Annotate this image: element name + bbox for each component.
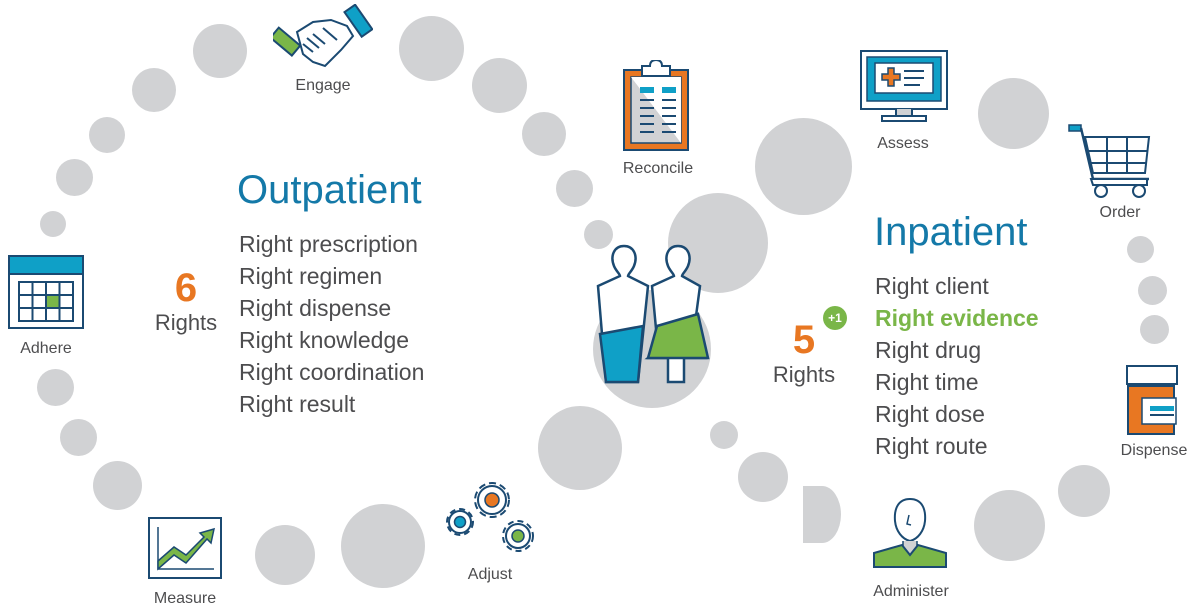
nurse-person-icon (872, 497, 948, 569)
order-label: Order (1099, 204, 1141, 221)
reconcile-label: Reconcile (622, 160, 694, 177)
outpatient-right: Right regimen (239, 263, 383, 289)
loop-dot (93, 461, 142, 510)
outpatient-rights-list: Right prescription Right regimen Right d… (239, 228, 424, 420)
loop-dot (710, 421, 738, 449)
loop-dot (978, 78, 1049, 149)
engage-label: Engage (295, 77, 351, 94)
loop-dot (132, 68, 176, 112)
inpatient-right: Right time (875, 369, 979, 395)
trend-chart-icon (148, 517, 222, 579)
outpatient-right: Right coordination (239, 359, 425, 385)
administer-label: Administer (873, 583, 949, 600)
inpatient-rights-count: 5 Rights (762, 320, 846, 388)
loop-dot (584, 220, 613, 249)
inpatient-right: Right dose (875, 401, 985, 427)
inpatient-right: Right drug (875, 337, 982, 363)
loop-dot (1058, 465, 1110, 517)
inpatient-count-number: 5 (792, 318, 816, 362)
pill-bottle-icon (1126, 364, 1178, 436)
loop-dot (1127, 236, 1154, 263)
adjust-label: Adjust (467, 566, 513, 583)
monitor-medical-icon (860, 50, 948, 126)
loop-dot (60, 419, 97, 456)
dispense-label: Dispense (1120, 442, 1188, 459)
loop-dot (974, 490, 1045, 561)
loop-dot (803, 486, 841, 543)
loop-dot (37, 369, 74, 406)
assess-label: Assess (877, 135, 929, 152)
outpatient-count-label: Rights (154, 310, 218, 335)
loop-dot (755, 118, 852, 215)
loop-dot (1138, 276, 1167, 305)
loop-dot (1140, 315, 1169, 344)
loop-dot (40, 211, 66, 237)
loop-dot (556, 170, 593, 207)
loop-dot (472, 58, 527, 113)
adhere-label: Adhere (20, 340, 72, 357)
measure-label: Measure (153, 590, 217, 607)
inpatient-right: Right route (875, 433, 988, 459)
plus-one-badge: +1 (823, 306, 847, 330)
loop-dot (399, 16, 464, 81)
calendar-icon (8, 255, 84, 329)
loop-dot (738, 452, 788, 502)
outpatient-right: Right prescription (239, 231, 418, 257)
loop-dot (89, 117, 125, 153)
handshake-icon (269, 3, 374, 72)
inpatient-count-label: Rights (772, 362, 836, 387)
clipboard-icon (622, 58, 690, 152)
gears-icon (440, 478, 540, 556)
outpatient-right: Right knowledge (239, 327, 410, 353)
loop-dot (193, 24, 247, 78)
outpatient-right: Right dispense (239, 295, 392, 321)
patients-icon (596, 244, 710, 384)
loop-dot (56, 159, 93, 196)
inpatient-right-highlighted: Right evidence (875, 305, 1039, 331)
outpatient-title: Outpatient (237, 168, 422, 212)
loop-dot (255, 525, 315, 585)
outpatient-rights-count: 6 Rights (144, 268, 228, 336)
loop-dot (341, 504, 425, 588)
shopping-cart-icon (1067, 123, 1153, 199)
outpatient-right: Right result (239, 391, 356, 417)
inpatient-rights-list: Right client Right evidence Right drug R… (875, 270, 1039, 462)
loop-dot (522, 112, 566, 156)
loop-dot (538, 406, 622, 490)
inpatient-right: Right client (875, 273, 989, 299)
outpatient-count-number: 6 (174, 266, 198, 310)
inpatient-title: Inpatient (874, 210, 1028, 254)
